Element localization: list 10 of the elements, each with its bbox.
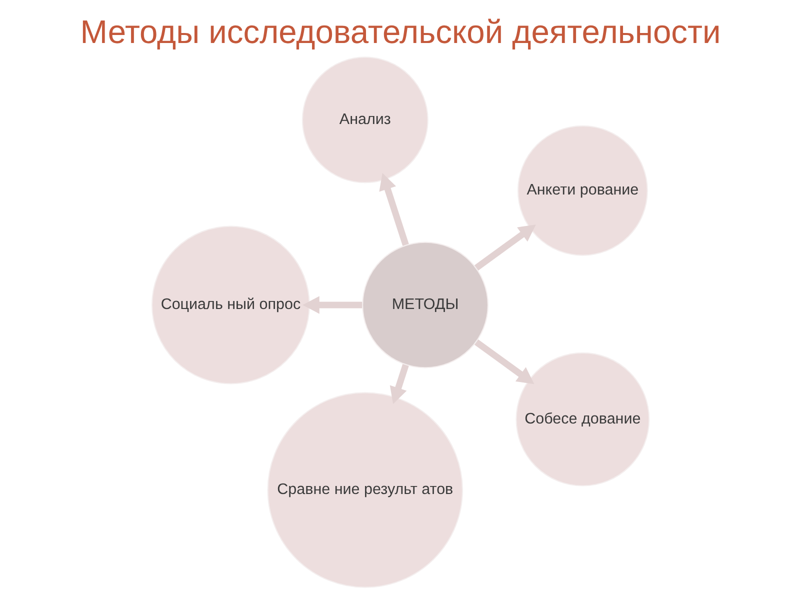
node-circle: Сравне ние результ атов — [266, 392, 463, 588]
node-circle: Социаль ный опрос — [150, 226, 310, 384]
node-circle: МЕТОДЫ — [362, 242, 488, 368]
arrow — [378, 173, 408, 246]
arrow — [474, 339, 534, 384]
node-circle: Анализ — [301, 56, 428, 184]
arrow — [474, 224, 536, 270]
diagram-title: Методы исследовательской деятельности — [80, 13, 720, 50]
arrow — [302, 296, 362, 314]
arrow — [389, 364, 408, 404]
